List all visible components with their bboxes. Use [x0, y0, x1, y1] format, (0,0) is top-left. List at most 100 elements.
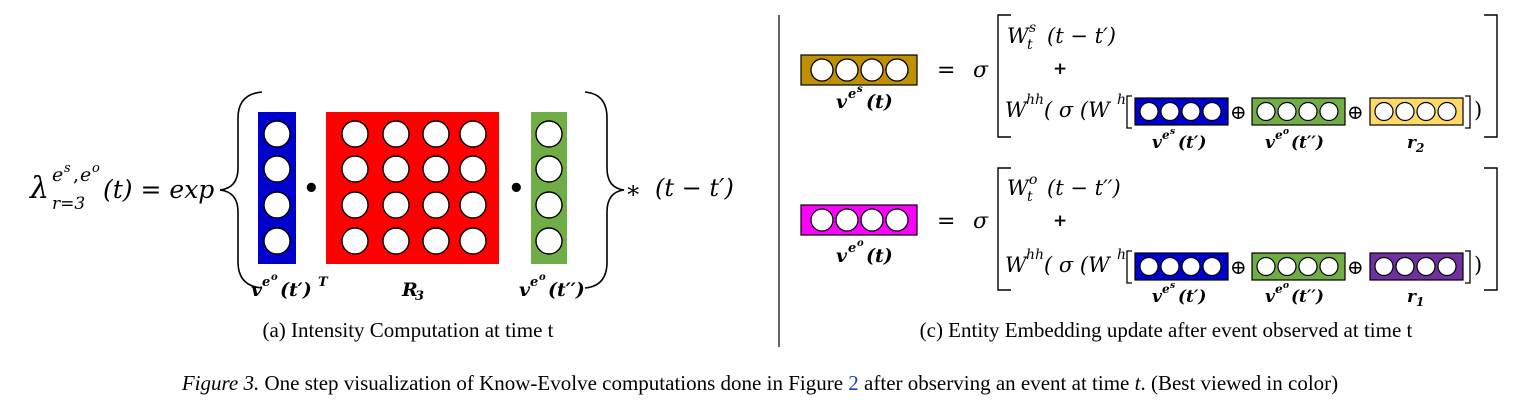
- caption-text-3: . (Best viewed in color): [1140, 371, 1339, 395]
- vector-cell: [1437, 256, 1457, 277]
- svg-text:1: 1: [1416, 295, 1424, 309]
- svg-text:s: s: [1029, 20, 1036, 36]
- label-v-eo-t: v e o (t): [836, 238, 893, 267]
- vector-cell: [1374, 101, 1394, 122]
- svg-text:(t′): (t′): [1178, 133, 1206, 153]
- svg-text:o: o: [1029, 172, 1037, 188]
- svg-text:( σ (W: ( σ (W: [1044, 98, 1112, 122]
- panel-c: v e s (t) = σ W t s (t − t′) + W hh: [800, 14, 1498, 342]
- svg-text:hh: hh: [1026, 247, 1044, 263]
- equals-bottom: =: [937, 209, 955, 234]
- vector-cell: [1139, 101, 1159, 122]
- matrix-cell: [382, 155, 410, 183]
- matrix-cell: [341, 227, 369, 255]
- lambda-symbol: λ: [29, 171, 49, 206]
- svg-text:r: r: [1407, 133, 1417, 153]
- lambda-subscript: r=3: [52, 194, 85, 214]
- vector-cell: [1181, 256, 1201, 277]
- svg-text:o: o: [857, 238, 864, 249]
- figure-caption: Figure 3. One step visualization of Know…: [0, 371, 1520, 396]
- vector-cell: [1416, 101, 1436, 122]
- matrix-cell: [422, 155, 450, 183]
- vector-cell: [1160, 101, 1180, 122]
- equals-top: =: [937, 58, 955, 83]
- vector-cell: [835, 208, 859, 232]
- svg-text:R: R: [401, 279, 418, 301]
- term-Wt-s: W t s (t − t′): [1007, 20, 1116, 53]
- matrix-cell: [459, 155, 487, 183]
- vector-cell: [1374, 256, 1394, 277]
- green-vector-cells: [535, 120, 563, 255]
- close-paren-top: ): [1474, 98, 1482, 122]
- vector-cell: [1181, 101, 1201, 122]
- svg-text:o: o: [271, 272, 278, 283]
- label-v-es-t-prime-top: v e s (t′): [1152, 127, 1206, 153]
- vector-cell: [1160, 256, 1180, 277]
- vector-cell: [1395, 101, 1415, 122]
- label-R3: R 3: [401, 279, 424, 304]
- vector-cell: [263, 227, 291, 255]
- svg-text:t: t: [1027, 189, 1033, 205]
- vector-cell: [810, 58, 834, 82]
- matrix-cell: [382, 191, 410, 219]
- caption-text-1: One step visualization of Know-Evolve co…: [259, 371, 849, 395]
- sigma-bottom: σ: [973, 209, 989, 234]
- matrix-cell: [341, 155, 369, 183]
- svg-text:W: W: [1007, 24, 1031, 48]
- svg-text:v: v: [251, 279, 263, 301]
- vector-cell: [1256, 256, 1276, 277]
- svg-text:t: t: [1027, 37, 1033, 53]
- svg-text:s: s: [857, 84, 863, 95]
- svg-text:r: r: [1407, 287, 1417, 307]
- matrix-cell: [459, 191, 487, 219]
- matrix-cell: [422, 191, 450, 219]
- svg-text:(t′′): (t′′): [548, 279, 585, 301]
- oplus-bottom-2: ⊕: [1347, 255, 1364, 279]
- svg-text:e: e: [848, 241, 856, 256]
- vector-cell: [1319, 101, 1339, 122]
- svg-text:W: W: [1005, 98, 1029, 122]
- vector-cell: [860, 58, 884, 82]
- vector-cell: [860, 208, 884, 232]
- inner-bracket-open-top: [1126, 95, 1132, 129]
- label-v-es-t: v e s (t): [836, 84, 893, 113]
- svg-text:( σ (W: ( σ (W: [1044, 253, 1112, 277]
- time-difference: (t − t′): [655, 174, 734, 202]
- bracket-left-top: [997, 14, 1011, 138]
- matrix-cell: [382, 120, 410, 148]
- sigma-top: σ: [973, 58, 989, 83]
- matrix-cell: [382, 227, 410, 255]
- vector-cell: [535, 227, 563, 255]
- plus-bottom: +: [1053, 211, 1067, 231]
- svg-text:v: v: [1152, 133, 1163, 153]
- left-brace: [219, 91, 263, 289]
- svg-text:v: v: [1265, 287, 1276, 307]
- lambda-sup-s: s: [64, 161, 71, 176]
- label-r2: r 2: [1407, 133, 1424, 155]
- svg-text:(t′): (t′): [280, 279, 312, 301]
- vector-cell: [835, 58, 859, 82]
- svg-text:(t): (t): [866, 91, 893, 113]
- svg-text:o: o: [539, 272, 546, 283]
- lambda-sup-e2: e: [80, 164, 91, 186]
- caption-panel-a: (a) Intensity Computation at time t: [262, 318, 553, 342]
- svg-text:v: v: [836, 245, 848, 267]
- inner-bracket-open-bottom: [1126, 250, 1132, 284]
- vector-cell: [810, 208, 834, 232]
- svg-text:e: e: [1162, 128, 1170, 142]
- svg-text:(t′): (t′): [1178, 287, 1206, 307]
- term-Wt-o: W t o (t − t′′): [1007, 172, 1121, 205]
- term-Whh-top: W hh ( σ (W h: [1005, 92, 1126, 122]
- matrix-cell: [422, 227, 450, 255]
- figure-reference-link[interactable]: 2: [848, 371, 859, 395]
- vector-cell: [1277, 256, 1297, 277]
- bracket-left-bottom: [997, 167, 1011, 291]
- lambda-sup-comma: ,: [73, 164, 79, 186]
- dot-operator-2: •: [508, 174, 525, 204]
- label-v-eo-t-prime-T: v e o (t′) T: [251, 272, 329, 301]
- svg-text:v: v: [1265, 133, 1276, 153]
- bracket-right-bottom: [1484, 167, 1498, 291]
- svg-text:o: o: [1283, 281, 1289, 291]
- lambda-sup-o: o: [92, 161, 100, 176]
- vector-cell: [885, 58, 909, 82]
